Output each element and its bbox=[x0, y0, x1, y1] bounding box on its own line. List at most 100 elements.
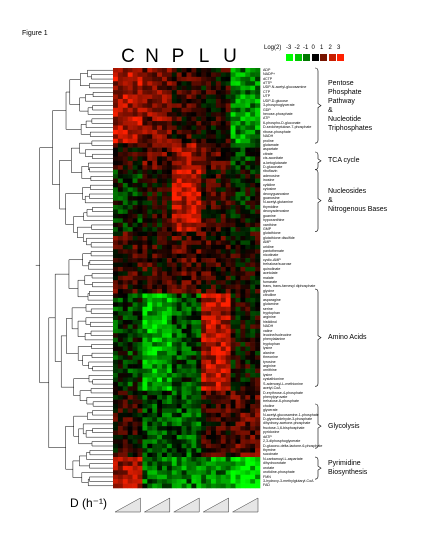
heatmap-cell bbox=[235, 205, 241, 210]
heatmap-cell bbox=[196, 297, 202, 303]
heatmap-cell bbox=[113, 262, 119, 268]
heatmap-cell bbox=[230, 297, 236, 303]
heatmap-cell bbox=[191, 178, 197, 184]
heatmap-cell bbox=[235, 266, 241, 272]
group-label-line: Nucleosides bbox=[328, 188, 367, 196]
heatmap-cell bbox=[215, 346, 222, 352]
heatmap-cell bbox=[215, 368, 222, 374]
heatmap-cell bbox=[206, 125, 212, 131]
heatmap-cell bbox=[181, 200, 187, 206]
heatmap-cell bbox=[191, 293, 197, 299]
heatmap-cell bbox=[230, 76, 236, 82]
heatmap-cell bbox=[181, 68, 187, 73]
heatmap-cell bbox=[225, 275, 231, 281]
heatmap-cell bbox=[132, 461, 138, 467]
heatmap-cell bbox=[176, 68, 182, 73]
heatmap-cell bbox=[245, 81, 251, 86]
heatmap-cell bbox=[240, 205, 246, 210]
heatmap-cell bbox=[245, 258, 251, 263]
heatmap-cell bbox=[137, 174, 143, 179]
heatmap-cell bbox=[157, 222, 163, 228]
heatmap-cell bbox=[215, 81, 222, 86]
heatmap-cell bbox=[127, 404, 133, 409]
row-label: dATP bbox=[263, 434, 272, 439]
group-label-line: Pathway bbox=[328, 97, 355, 105]
heatmap-cell bbox=[162, 213, 168, 219]
heatmap-cell bbox=[196, 355, 202, 361]
heatmap-cell bbox=[230, 315, 236, 321]
heatmap-cell bbox=[196, 187, 202, 193]
heatmap-cell bbox=[201, 222, 207, 228]
heatmap-cell bbox=[196, 240, 202, 246]
heatmap-cell bbox=[147, 289, 153, 294]
heatmap-cell bbox=[201, 196, 207, 201]
heatmap-cell bbox=[176, 320, 182, 325]
heatmap-cell bbox=[132, 381, 138, 387]
heatmap-cell bbox=[235, 236, 241, 241]
heatmap-cell bbox=[113, 421, 119, 427]
heatmap-cell bbox=[152, 121, 158, 126]
heatmap-cell bbox=[191, 103, 197, 109]
heatmap-cell bbox=[113, 346, 119, 352]
heatmap-cell bbox=[147, 218, 153, 224]
heatmap-cell bbox=[235, 174, 241, 179]
heatmap-cell bbox=[157, 160, 163, 166]
heatmap-cell bbox=[201, 165, 207, 170]
heatmap-cell bbox=[176, 342, 182, 347]
heatmap-cell bbox=[235, 342, 241, 347]
heatmap-cell bbox=[176, 337, 182, 343]
heatmap-cell bbox=[215, 289, 222, 294]
heatmap-cell bbox=[176, 244, 182, 250]
heatmap-cell bbox=[162, 240, 168, 246]
heatmap-cell bbox=[240, 302, 246, 308]
heatmap-cell bbox=[211, 213, 217, 219]
heatmap-cell bbox=[166, 355, 173, 361]
heatmap-cell bbox=[255, 280, 261, 285]
heatmap-cell bbox=[152, 320, 158, 325]
heatmap-cell bbox=[191, 421, 197, 427]
heatmap-cell bbox=[142, 306, 148, 312]
heatmap-cell bbox=[206, 160, 212, 166]
heatmap-cell bbox=[142, 399, 148, 405]
heatmap-cell bbox=[176, 377, 182, 383]
heatmap-cell bbox=[127, 470, 133, 476]
heatmap-cell bbox=[230, 289, 236, 294]
row-label: 3-hydroxy-3-methylglutaryl-CoA bbox=[263, 478, 314, 483]
heatmap-cell bbox=[132, 324, 138, 330]
heatmap-cell bbox=[230, 249, 236, 254]
heatmap-cell bbox=[245, 218, 251, 224]
heatmap-cell bbox=[211, 165, 217, 170]
heatmap-cell bbox=[230, 408, 236, 414]
heatmap-cell bbox=[137, 236, 143, 241]
heatmap-cell bbox=[137, 311, 143, 316]
heatmap-cell bbox=[132, 147, 138, 153]
heatmap-cell bbox=[166, 333, 173, 338]
heatmap-cell bbox=[186, 275, 192, 281]
heatmap-cell bbox=[220, 196, 226, 201]
heatmap-cell bbox=[225, 395, 231, 400]
heatmap-cell bbox=[113, 434, 119, 440]
heatmap-cell bbox=[137, 107, 143, 113]
heatmap-cell bbox=[245, 443, 251, 449]
heatmap-cell bbox=[225, 178, 231, 184]
heatmap-cell bbox=[186, 408, 192, 414]
heatmap-cell bbox=[230, 377, 236, 383]
heatmap-cell bbox=[147, 205, 153, 210]
column-header-c: C bbox=[121, 46, 135, 67]
heatmap-cell bbox=[196, 129, 202, 135]
heatmap-cell bbox=[171, 297, 177, 303]
heatmap-cell bbox=[211, 479, 217, 484]
heatmap-cell bbox=[113, 222, 119, 228]
heatmap-cell bbox=[171, 483, 177, 489]
heatmap-cell bbox=[220, 306, 226, 312]
heatmap-cell bbox=[186, 112, 192, 117]
group-label-line: Pentose bbox=[328, 79, 354, 87]
heatmap-cell bbox=[220, 412, 226, 418]
heatmap-cell bbox=[240, 196, 246, 201]
heatmap-cell bbox=[250, 465, 256, 471]
heatmap-cell bbox=[166, 231, 173, 237]
heatmap-cell bbox=[181, 377, 187, 383]
heatmap-cell bbox=[220, 121, 226, 126]
heatmap-cell bbox=[196, 85, 202, 91]
heatmap-cell bbox=[201, 417, 207, 422]
